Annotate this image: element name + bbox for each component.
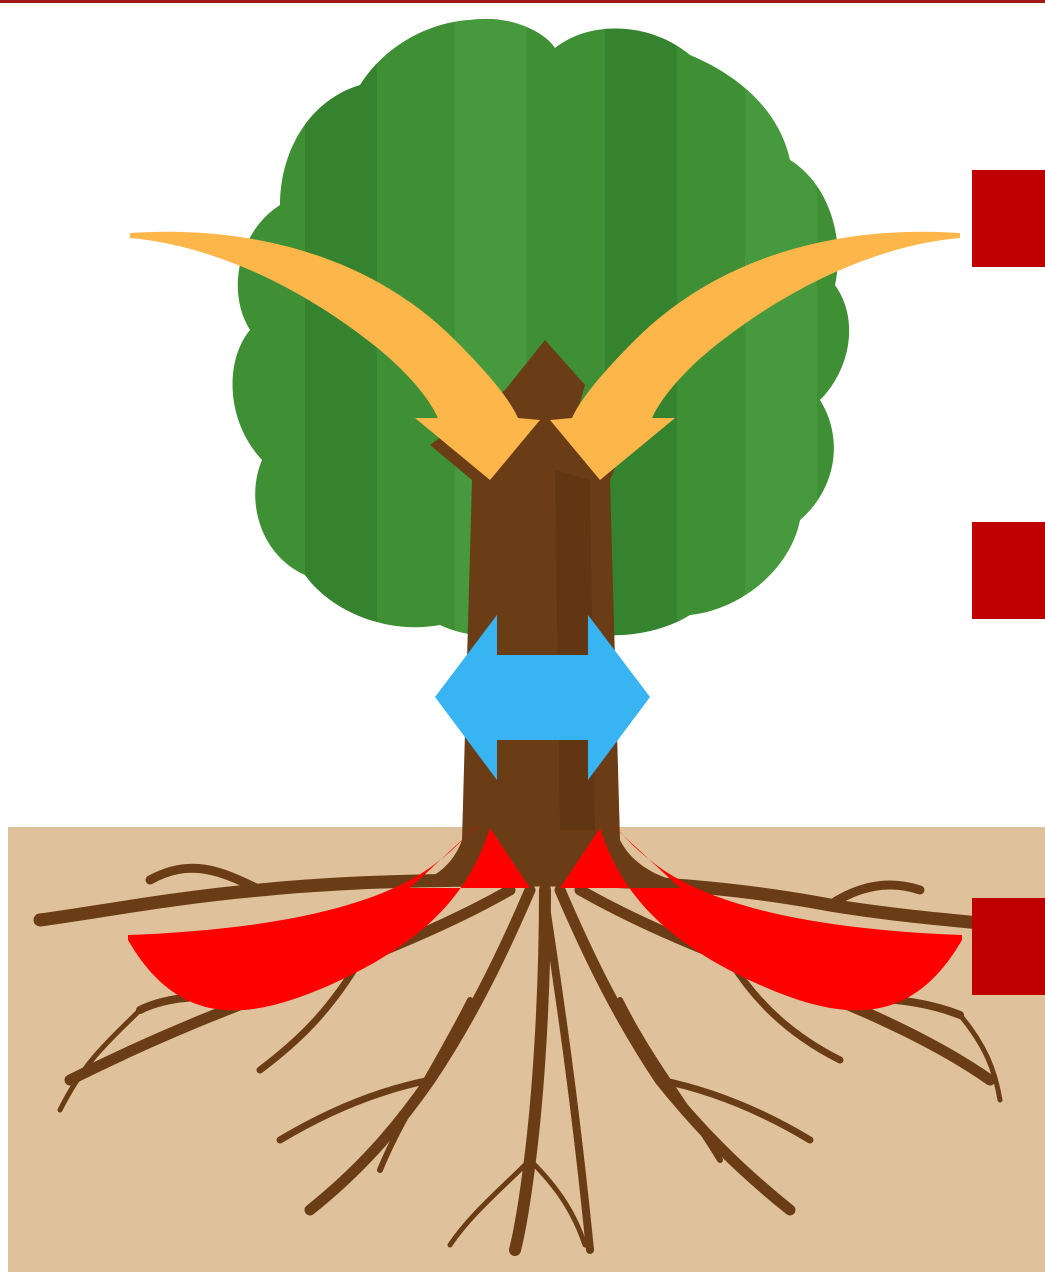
- root: [960, 1015, 1000, 1100]
- foliage-stripe: [745, 10, 817, 650]
- root: [830, 885, 920, 905]
- root: [380, 1000, 470, 1170]
- root: [620, 1000, 720, 1160]
- root: [515, 890, 545, 1250]
- root: [530, 1160, 585, 1245]
- marker-middle: [972, 522, 1045, 619]
- root: [150, 868, 260, 890]
- tree-roots: [40, 868, 1000, 1250]
- marker-upper: [972, 170, 1045, 267]
- marker-lower: [972, 898, 1045, 995]
